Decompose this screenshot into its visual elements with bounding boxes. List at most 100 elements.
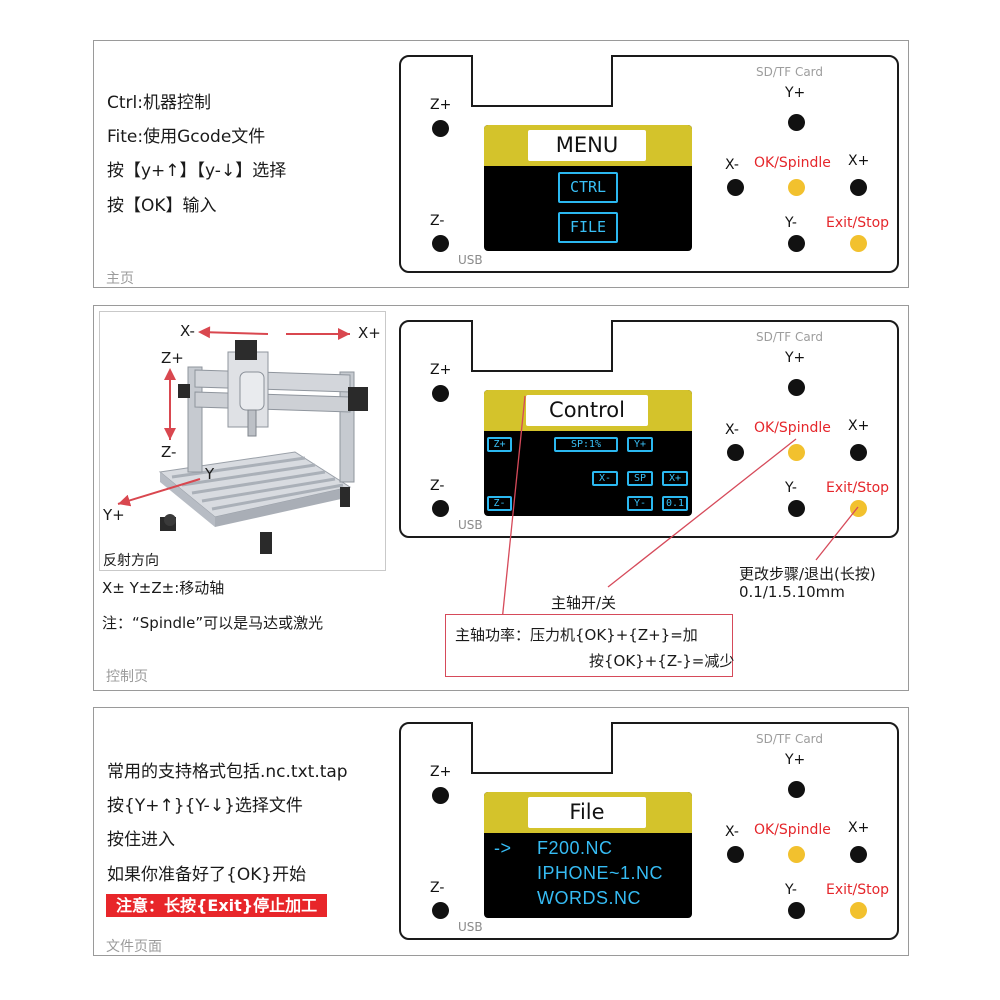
control-title: Control (526, 395, 648, 426)
x-plus-label: X+ (848, 820, 870, 836)
spindle-power-note-box: 主轴功率：压力机{OK}+{Z+}=加 按{OK}+{Z-}=减少 (445, 614, 735, 677)
y-minus-button[interactable] (788, 235, 805, 252)
y-minus-label: Y- (785, 215, 797, 231)
power-note-line-1: 主轴功率：压力机{OK}+{Z+}=加 (455, 626, 698, 644)
y-minus-button[interactable] (788, 902, 805, 919)
sd-card-label: SD/TF Card (756, 330, 824, 344)
file-caption: 文件页面 (106, 939, 162, 955)
exit-stop-label: Exit/Stop (826, 215, 890, 231)
spindle-toggle-note: 主轴开/关 (551, 594, 617, 612)
exit-stop-button[interactable] (850, 235, 867, 252)
callout-lines (500, 395, 859, 632)
z-plus-button[interactable] (432, 385, 449, 402)
spindle-note: 注：“Spindle”可以是马达或激光 (102, 614, 324, 632)
menu-title: MENU (528, 130, 646, 161)
photo-x-minus-label: X- (180, 322, 195, 340)
ctrl-y-plus[interactable]: Y+ (627, 437, 653, 452)
lcd-screen: Control Z+ SP:1% Y+ X- SP X+ Z- Y- 0.1 (484, 390, 692, 516)
x-plus-button[interactable] (850, 179, 867, 196)
controller-board: SD/TF Card USB Z+ Z- File -> F200.NC IPH… (399, 722, 899, 940)
step-note-line-1: 更改步骤/退出(长按) (739, 565, 876, 583)
home-caption: 主页 (106, 271, 134, 287)
x-minus-label: X- (725, 157, 739, 173)
file-cursor: -> (494, 838, 512, 858)
controller-board: SD/TF Card USB Z+ Z- Control Z+ SP:1% Y+… (399, 320, 899, 538)
home-line-4: 按【OK】输入 (107, 196, 217, 216)
x-minus-button[interactable] (727, 179, 744, 196)
home-line-3: 按【y+↑】【y-↓】选择 (107, 161, 287, 181)
photo-x-plus-label: X+ (358, 324, 381, 342)
ctrl-spindle-toggle[interactable]: SP (627, 471, 653, 486)
z-plus-button[interactable] (432, 787, 449, 804)
cnc-machine-drawing (117, 326, 368, 554)
exit-stop-label: Exit/Stop (826, 480, 890, 496)
controller-board: SD/TF Card USB Z+ Z- MENU CTRL FILE Y+ X… (399, 55, 899, 273)
menu-item-ctrl[interactable]: CTRL (558, 172, 618, 203)
z-minus-button[interactable] (432, 235, 449, 252)
x-minus-label: X- (725, 824, 739, 840)
file-item-2[interactable]: IPHONE~1.NC (537, 863, 664, 883)
power-note-line-2: 按{OK}+{Z-}=减少 (589, 652, 735, 670)
ctrl-spindle-power[interactable]: SP:1% (554, 437, 618, 452)
home-line-1: Ctrl:机器控制 (107, 93, 211, 113)
exit-stop-button[interactable] (850, 902, 867, 919)
x-minus-button[interactable] (727, 846, 744, 863)
photo-caption: 反射方向 (103, 553, 159, 569)
file-line-1: 常用的支持格式包括.nc.txt.tap (107, 762, 348, 782)
usb-label: USB (458, 253, 483, 267)
ctrl-z-plus[interactable]: Z+ (487, 437, 512, 452)
ctrl-step-size[interactable]: 0.1 (662, 496, 688, 511)
y-plus-label: Y+ (785, 85, 806, 101)
sd-card-label: SD/TF Card (756, 65, 824, 79)
photo-y-label: Y (205, 465, 215, 483)
z-minus-label: Z- (430, 213, 445, 229)
file-item-1[interactable]: F200.NC (537, 838, 613, 858)
control-section: X- X+ Z+ Z- Y Y+ 反射方向 X± Y±Z±:移动轴 注：“Spi… (93, 305, 909, 691)
home-section: Ctrl:机器控制 Fite:使用Gcode文件 按【y+↑】【y-↓】选择 按… (93, 40, 909, 288)
ok-spindle-button[interactable] (788, 846, 805, 863)
file-line-4: 如果你准备好了{OK}开始 (107, 865, 307, 885)
axis-note: X± Y±Z±:移动轴 (102, 579, 225, 597)
y-minus-label: Y- (785, 480, 797, 496)
ok-spindle-label: OK/Spindle (754, 822, 831, 838)
x-plus-button[interactable] (850, 444, 867, 461)
ok-spindle-label: OK/Spindle (754, 420, 831, 436)
x-minus-label: X- (725, 422, 739, 438)
cnc-machine-illustration: X- X+ Z+ Z- Y Y+ 反射方向 (99, 311, 386, 571)
usb-label: USB (458, 518, 483, 532)
ok-spindle-button[interactable] (788, 179, 805, 196)
x-minus-button[interactable] (727, 444, 744, 461)
y-plus-button[interactable] (788, 781, 805, 798)
z-minus-button[interactable] (432, 500, 449, 517)
y-minus-button[interactable] (788, 500, 805, 517)
y-plus-button[interactable] (788, 379, 805, 396)
z-plus-label: Z+ (430, 97, 452, 113)
file-line-3: 按住进入 (107, 830, 175, 850)
z-minus-label: Z- (430, 478, 445, 494)
menu-item-file[interactable]: FILE (558, 212, 618, 243)
file-section: 常用的支持格式包括.nc.txt.tap 按{Y+↑}{Y-↓}选择文件 按住进… (93, 707, 909, 956)
ctrl-y-minus[interactable]: Y- (627, 496, 653, 511)
home-line-2: Fite:使用Gcode文件 (107, 127, 266, 147)
ok-spindle-label: OK/Spindle (754, 155, 831, 171)
sd-card-slot (471, 320, 613, 372)
z-minus-label: Z- (430, 880, 445, 896)
ok-spindle-button[interactable] (788, 444, 805, 461)
x-plus-button[interactable] (850, 846, 867, 863)
photo-z-minus-label: Z- (161, 443, 177, 461)
ctrl-x-plus[interactable]: X+ (662, 471, 688, 486)
z-plus-button[interactable] (432, 120, 449, 137)
z-plus-label: Z+ (430, 764, 452, 780)
x-plus-label: X+ (848, 418, 870, 434)
sd-card-slot (471, 722, 613, 774)
y-plus-label: Y+ (785, 752, 806, 768)
photo-z-plus-label: Z+ (161, 349, 184, 367)
y-plus-button[interactable] (788, 114, 805, 131)
z-minus-button[interactable] (432, 902, 449, 919)
ctrl-x-minus[interactable]: X- (592, 471, 618, 486)
file-item-3[interactable]: WORDS.NC (537, 888, 641, 908)
step-note-line-2: 0.1/1.5.10mm (739, 583, 845, 601)
sd-card-slot (471, 55, 613, 107)
ctrl-z-minus[interactable]: Z- (487, 496, 512, 511)
y-minus-label: Y- (785, 882, 797, 898)
